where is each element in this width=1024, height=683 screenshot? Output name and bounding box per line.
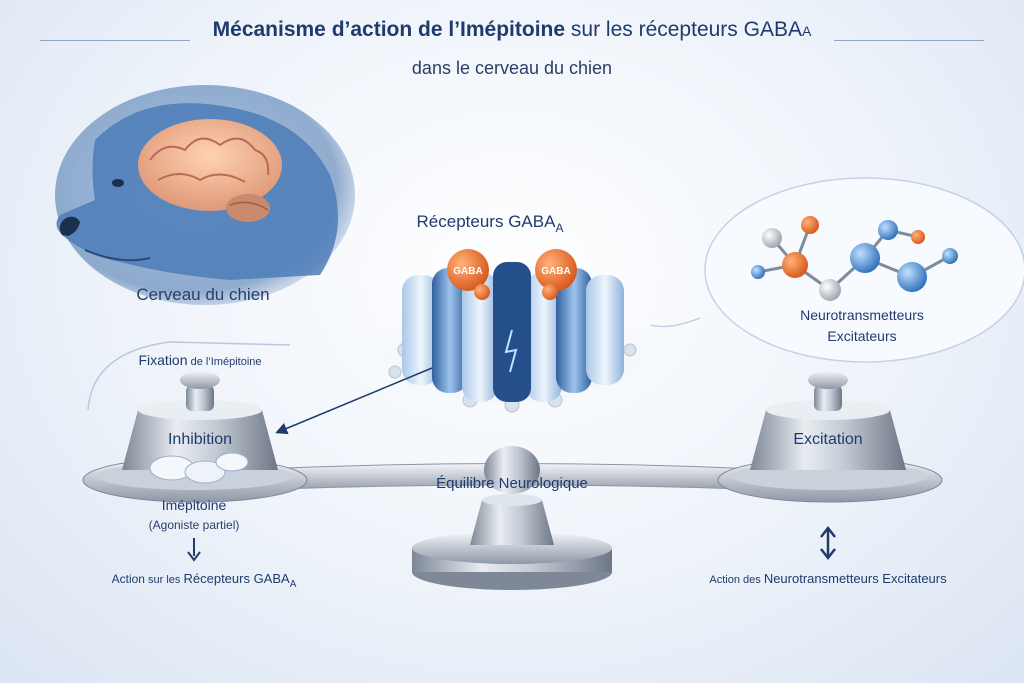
title-rule-right [834, 40, 984, 41]
gaba-receptor-illustration [367, 249, 657, 413]
neuro-label-line2: Excitateurs [827, 328, 896, 344]
beam-label: Équilibre Neurologique [436, 475, 588, 492]
imepitoine-pills [149, 452, 249, 484]
fixation-bubble [87, 341, 291, 411]
drug-note: (Agoniste partiel) [149, 518, 240, 532]
title-rule-left [40, 40, 190, 41]
atom-orange-small [801, 216, 819, 234]
drug-name: Imépitoine [162, 497, 227, 513]
title: Mécanisme d’action de l’Imépitoine sur l… [0, 18, 1024, 42]
excitation-weight [750, 371, 906, 470]
beam-pivot [484, 446, 540, 494]
excitation-label: Excitation [793, 431, 862, 448]
down-arrow-icon [187, 538, 201, 562]
gaba-badge-left: GABA [453, 266, 482, 277]
receptor-label: Récepteurs GABAA [417, 212, 564, 235]
atom-grey [762, 228, 782, 248]
bottom-right-caption: Action des Neurotransmetteurs Excitateur… [709, 571, 947, 586]
atom-blue-3 [897, 262, 927, 292]
title-rest: sur les récepteurs GABA [565, 18, 802, 41]
atom-orange-2 [911, 230, 925, 244]
brain-label: Cerveau du chien [136, 285, 269, 304]
balance-base [412, 494, 612, 590]
neuro-label-line1: Neurotransmetteurs [800, 307, 924, 323]
inhibition-label: Inhibition [168, 431, 232, 448]
subtitle: dans le cerveau du chien [411, 58, 613, 78]
title-main: Mécanisme d’action de l’Imépitoine [212, 18, 566, 41]
atom-blue-4 [942, 248, 958, 264]
atom-blue-2 [878, 220, 898, 240]
gaba-badge-right: GABA [541, 266, 570, 277]
dog-brain-illustration [55, 85, 355, 305]
binding-arrow [275, 367, 433, 435]
atom-blue [850, 243, 880, 273]
up-down-arrow-icon [820, 525, 836, 561]
inhibition-weight [122, 371, 278, 470]
atom-blue-small [751, 265, 765, 279]
atom-orange [782, 252, 808, 278]
bottom-left-caption: Action sur les Récepteurs GABAA [112, 571, 297, 590]
molecule-bubble [649, 177, 1024, 363]
title-subscript: A [802, 23, 812, 39]
fixation-label: Fixation de l’Imépitoine [138, 352, 261, 368]
atom-grey-2 [819, 279, 841, 301]
